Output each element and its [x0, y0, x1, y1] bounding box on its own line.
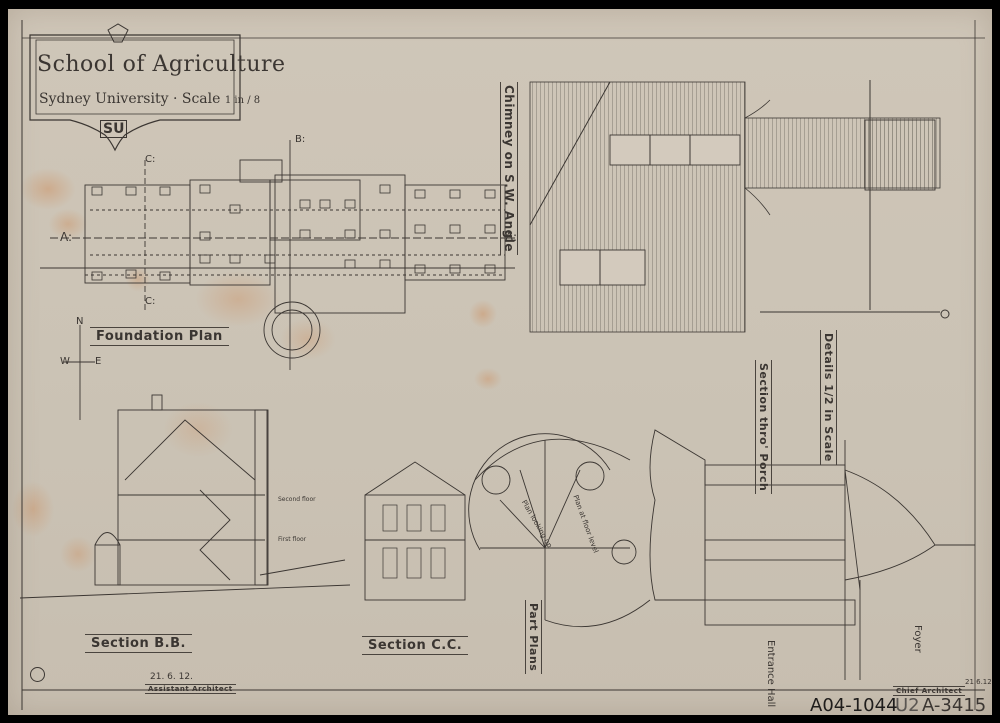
- details-scale-label: Details 1/2 in Scale: [820, 330, 837, 465]
- section-marker-a-left: A:: [60, 230, 73, 244]
- section-marker-c-bottom: C:: [145, 296, 156, 307]
- title-block: School of Agriculture Sydney University …: [27, 34, 285, 118]
- drawing-title: School of Agriculture: [37, 52, 286, 77]
- chief-architect-date: 21.6.12: [965, 678, 992, 686]
- porch-section-drawing: [649, 429, 975, 680]
- foundation-plan-label: Foundation Plan: [90, 327, 229, 346]
- section-marker-b-top: B:: [295, 134, 306, 145]
- section-marker-c-top: C:: [145, 154, 156, 165]
- subtitle-text: Sydney University · Scale: [39, 91, 221, 107]
- scale-value: 1 in / 8: [224, 95, 261, 106]
- compass-north: N: [76, 316, 84, 327]
- section-thro-porch-label: Section thro' Porch: [755, 360, 772, 495]
- part-plans-drawing: [468, 433, 651, 628]
- assistant-architect-label: Assistant Architect: [145, 684, 236, 694]
- catalog-ref-right: A-3415: [922, 695, 987, 716]
- catalog-ref-prefix: U2: [895, 695, 920, 716]
- foyer-note: Foyer: [912, 625, 923, 653]
- chief-architect-label: Chief Architect: [893, 686, 966, 696]
- foundation-plan-drawing: [40, 140, 515, 370]
- section-bb-drawing: [19, 394, 351, 599]
- entrance-hall-note: Entrance Hall: [765, 640, 776, 708]
- chimney-label: Chimney on S.W. Angle: [500, 82, 518, 255]
- section-cc-drawing: [364, 461, 466, 601]
- chimney-elevation-drawing: [529, 80, 950, 333]
- catalog-ref-left: A04-1044: [810, 695, 898, 716]
- assistant-architect-date: 21. 6. 12.: [150, 672, 193, 682]
- second-floor-note: Second floor: [278, 496, 316, 503]
- section-marker-a-right: A:: [505, 230, 518, 244]
- university-monogram: SU: [100, 120, 128, 138]
- compass-west: W: [60, 356, 70, 367]
- section-bb-label: Section B.B.: [85, 634, 192, 653]
- part-plans-label: Part Plans: [525, 600, 542, 675]
- section-cc-label: Section C.C.: [362, 636, 469, 655]
- stamp-seal: [30, 667, 45, 682]
- compass-east: E: [95, 356, 102, 367]
- drawing-subtitle: Sydney University · Scale 1 in / 8: [39, 91, 260, 107]
- first-floor-note: First floor: [278, 536, 307, 543]
